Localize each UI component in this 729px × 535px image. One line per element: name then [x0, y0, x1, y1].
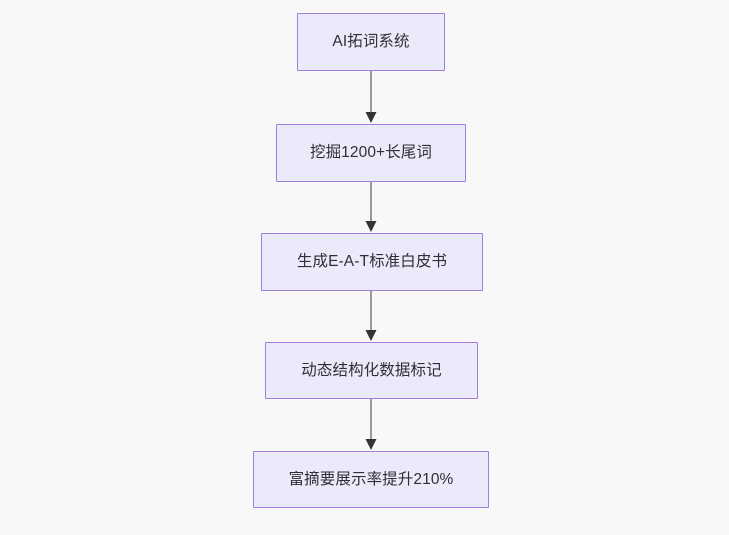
flowchart-node-ai-keyword-system[interactable]: AI拓词系统: [297, 13, 445, 71]
flowchart-node-dynamic-structured-data-markup[interactable]: 动态结构化数据标记: [265, 342, 478, 399]
node-label: 挖掘1200+长尾词: [309, 144, 433, 162]
edge-n4-n5: [365, 399, 377, 450]
flowchart-node-mine-longtail-keywords[interactable]: 挖掘1200+长尾词: [276, 124, 466, 182]
node-label: 富摘要展示率提升210%: [288, 470, 454, 488]
flowchart-node-rich-snippet-rate-increase[interactable]: 富摘要展示率提升210%: [253, 451, 489, 508]
node-label: AI拓词系统: [332, 33, 410, 51]
node-label: 生成E-A-T标准白皮书: [296, 253, 448, 271]
flowchart-node-generate-eat-whitepaper[interactable]: 生成E-A-T标准白皮书: [261, 233, 483, 291]
edge-n1-n2: [365, 71, 377, 123]
node-label: 动态结构化数据标记: [301, 361, 442, 379]
edge-n3-n4: [365, 291, 377, 341]
edge-n2-n3: [365, 182, 377, 232]
